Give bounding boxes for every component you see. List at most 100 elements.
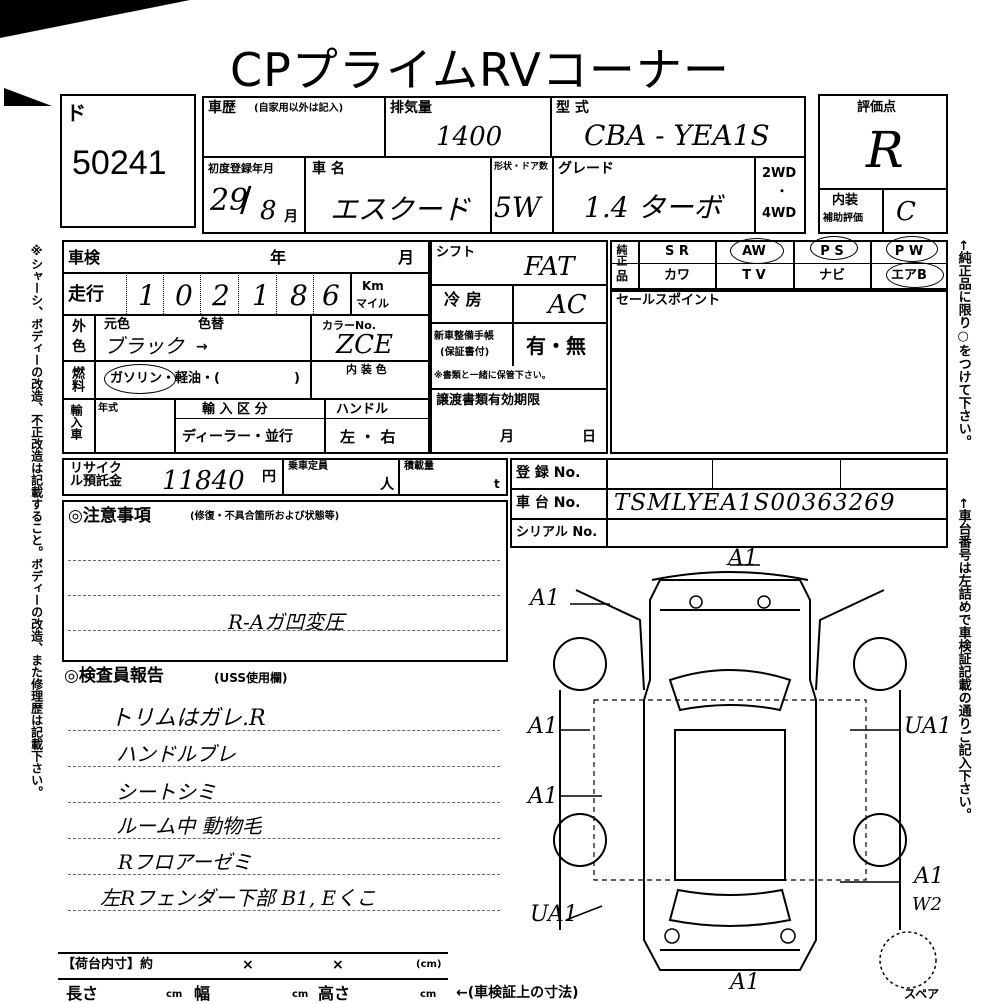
mileage-digit: 6 [322,279,340,312]
recycle-value: 11840 [162,466,245,496]
history-note: (自家用以外は記入) [254,103,344,114]
lot-number: 50241 [72,144,167,182]
inspector-line: トリムはガレ.R [110,706,266,731]
mileage-mile: マイル [356,297,389,310]
shift-label: シフト [436,245,476,260]
side-note-right-1: ←純正品に限り○をつけて下さい。 [955,240,971,448]
caution-label: ◎注意事項 [68,506,151,526]
dim-height: 高さ [318,984,351,1003]
interior-grade-label: 内装 [832,193,859,208]
recycle-unit: 円 [262,469,276,485]
aircon-value: AC [548,290,587,320]
inspector-line: ハンドルブレ [116,742,236,766]
caution-box [62,500,508,662]
manual-value: 有・無 [526,334,586,358]
side-note-left: ※シャーシ、ボディーの改造、不正改造は記載すること。ボディーの改造、また修理歴は… [30,244,43,798]
fuel-gasoline-circle [104,364,176,394]
handle-options: 左 ・ 右 [340,428,396,446]
fuel-options: ガソリン・軽油・( [110,371,220,386]
first-reg-month: 8 [260,196,277,226]
equip-tv: T V [742,268,766,283]
cargo-unit: (cm) [416,959,442,970]
mid-table [430,240,608,454]
serial-label: シリアル No. [516,525,598,540]
history-label: 車歴 [208,100,236,116]
sales-point-box [610,290,948,454]
mileage-digit: 8 [290,279,308,312]
cargo-x2: × [332,957,344,973]
dim-unit-2: cm [292,989,309,1000]
grade-box [818,94,948,234]
color-label-outer: 外 [72,319,86,335]
manual-sub: (保証書付) [440,347,490,358]
fuel-label: 燃料 [69,366,84,392]
import-year-label: 年式 [98,403,118,414]
capacity-unit: 人 [380,477,394,493]
manual-note: ※書類と一緒に保管下さい。 [434,371,551,381]
dim-note: ←(車検証上の寸法) [456,985,579,1001]
import-type-options: ディーラー・並行 [182,429,294,445]
left-main-table [62,240,430,454]
recycle-label: リサイクル預託金 [70,461,123,489]
cargo-x1: × [242,957,254,973]
inspector-line: 左Rフェンダー下部 B1, Eくこ [100,886,377,910]
aircon-label: 冷 房 [444,290,482,309]
inspector-label: ◎検査員報告 [64,666,164,686]
transfer-day: 日 [582,429,596,445]
inspector-note: (USS使用欄) [214,671,288,685]
mark-front: A1 [728,546,758,571]
color-code-label: カラーNo. [322,319,376,332]
grade-name-value: 1.4 ターボ [584,191,722,224]
first-reg-slash: / [240,180,252,220]
dim-unit-1: cm [166,989,183,1000]
transfer-month: 月 [500,429,514,445]
mark-left-mid1: A1 [528,714,558,739]
color-code-value: ZCE [336,330,393,360]
mark-right-rear2: W2 [912,894,942,915]
color-arrow: → [196,339,208,355]
color-original-label: 元色 [104,317,131,332]
color-changed-label: 色替 [198,317,225,332]
model-label: 型 式 [556,100,589,116]
inspector-line: シートシミ [116,780,216,804]
caution-note: (修復・不具合箇所および状態等) [190,511,340,522]
car-name-label: 車 名 [312,161,345,177]
mark-left-mid2: A1 [528,784,558,809]
equip-aw-circle [730,238,784,264]
color-label-outer2: 色 [72,339,86,355]
handle-label: ハンドル [336,402,389,417]
caution-handwritten: R-Aガ凹変圧 [228,610,345,634]
shape-value: 5W [494,191,541,224]
mileage-km: Km [362,279,384,293]
equipment-label-bottom: 品 [616,269,629,283]
car-name-value: エスクード [330,193,471,226]
equip-sr: S R [665,244,689,259]
top-info-table [202,96,806,234]
mark-right-rear: A1 [914,864,944,889]
recycle-table [62,458,508,496]
side-note-right-2: ←車台番号は左詰めで車検証記載の通りご記入下さい。 [955,498,971,821]
car-diagram [553,564,937,989]
drive-2wd: 2WD [762,166,797,181]
drive-4wd: 4WD [762,206,797,221]
model-value: CBA - YEA1S [584,119,770,152]
sales-point-label: セールスポイント [616,293,721,308]
equipment-grid [610,240,948,290]
mark-rear: A1 [730,970,760,995]
first-reg-unit: 月 [284,209,298,225]
inspection-label: 車検 [68,248,101,267]
grade-label: 評価点 [857,100,897,115]
inspection-month: 月 [398,248,415,267]
cargo-label: 【荷台内寸】約 [62,957,154,972]
lot-box [60,94,196,228]
equip-leather: カワ [663,268,690,283]
capacity-label: 乗車定員 [288,461,328,472]
grade-score: R [866,121,904,179]
load-label: 積載量 [404,461,434,472]
equip-pw-circle [886,236,938,262]
load-unit: t [494,477,500,491]
import-type-label: 輸 入 区 分 [202,402,268,417]
mileage-digit: 0 [175,279,193,312]
grade-name-label: グレード [558,161,614,177]
interior-color-label: 内 装 色 [346,363,387,376]
